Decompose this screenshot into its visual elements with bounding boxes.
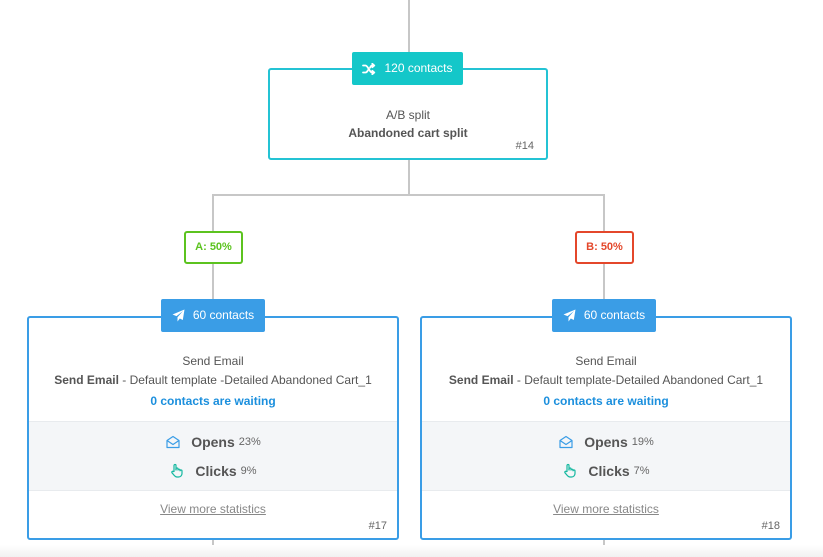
opens-percent: 23%	[238, 436, 261, 448]
envelope-open-icon	[558, 434, 574, 450]
branch-a-label[interactable]: A: 50%	[184, 231, 243, 264]
envelope-open-icon	[165, 434, 181, 450]
shuffle-icon	[362, 62, 376, 75]
waiting-contacts-link[interactable]: 0 contacts are waiting	[543, 394, 669, 408]
node-name-rest: - Default template -Detailed Abandoned C…	[118, 373, 372, 387]
node-name: Abandoned cart split	[348, 126, 468, 140]
split-contacts-badge[interactable]: 120 contacts	[352, 52, 463, 85]
pointer-hand-icon	[169, 463, 185, 479]
connector-horizontal	[212, 194, 605, 196]
opens-stat: Opens 19%	[422, 432, 790, 452]
opens-stat: Opens 23%	[29, 432, 397, 452]
pointer-hand-icon	[562, 463, 578, 479]
node-name: Send Email - Default template-Detailed A…	[422, 373, 790, 387]
clicks-percent: 9%	[240, 465, 257, 477]
branch-b-label[interactable]: B: 50%	[575, 231, 634, 264]
waiting-contacts-link[interactable]: 0 contacts are waiting	[150, 394, 276, 408]
node-id: #17	[368, 520, 387, 532]
node-type: Send Email	[575, 354, 637, 368]
email-a-contacts-badge[interactable]: 60 contacts	[161, 299, 265, 332]
node-type: Send Email	[182, 354, 244, 368]
stats-panel: Opens 23% Clicks 9%	[29, 421, 397, 491]
paper-plane-icon	[563, 309, 576, 322]
connector-split-down	[408, 160, 410, 195]
clicks-label: Clicks	[588, 463, 630, 479]
send-email-node-b[interactable]: Send Email Send Email - Default template…	[420, 316, 792, 540]
send-email-node-a[interactable]: Send Email Send Email - Default template…	[27, 316, 399, 540]
email-b-contacts-badge[interactable]: 60 contacts	[552, 299, 656, 332]
canvas-bottom-edge	[0, 545, 823, 557]
split-contacts-count: 120 contacts	[384, 61, 453, 75]
node-name-rest: - Default template-Detailed Abandoned Ca…	[513, 373, 764, 387]
clicks-percent: 7%	[633, 465, 650, 477]
view-more-statistics-link[interactable]: View more statistics	[160, 502, 266, 516]
node-name: Send Email - Default template -Detailed …	[29, 373, 397, 387]
node-id: #18	[761, 520, 780, 532]
clicks-stat: Clicks 7%	[422, 461, 790, 481]
email-b-contacts-count: 60 contacts	[583, 308, 646, 322]
connector-top	[408, 0, 410, 53]
node-id: #14	[515, 140, 534, 152]
opens-label: Opens	[584, 434, 628, 450]
node-name-bold: Send Email	[54, 373, 119, 387]
opens-percent: 19%	[631, 436, 654, 448]
node-type: A/B split	[385, 108, 430, 122]
stats-panel: Opens 19% Clicks 7%	[422, 421, 790, 491]
clicks-label: Clicks	[195, 463, 237, 479]
clicks-stat: Clicks 9%	[29, 461, 397, 481]
paper-plane-icon	[172, 309, 185, 322]
node-name-bold: Send Email	[448, 373, 514, 387]
email-a-contacts-count: 60 contacts	[192, 308, 255, 322]
view-more-statistics-link[interactable]: View more statistics	[553, 502, 659, 516]
opens-label: Opens	[191, 434, 235, 450]
